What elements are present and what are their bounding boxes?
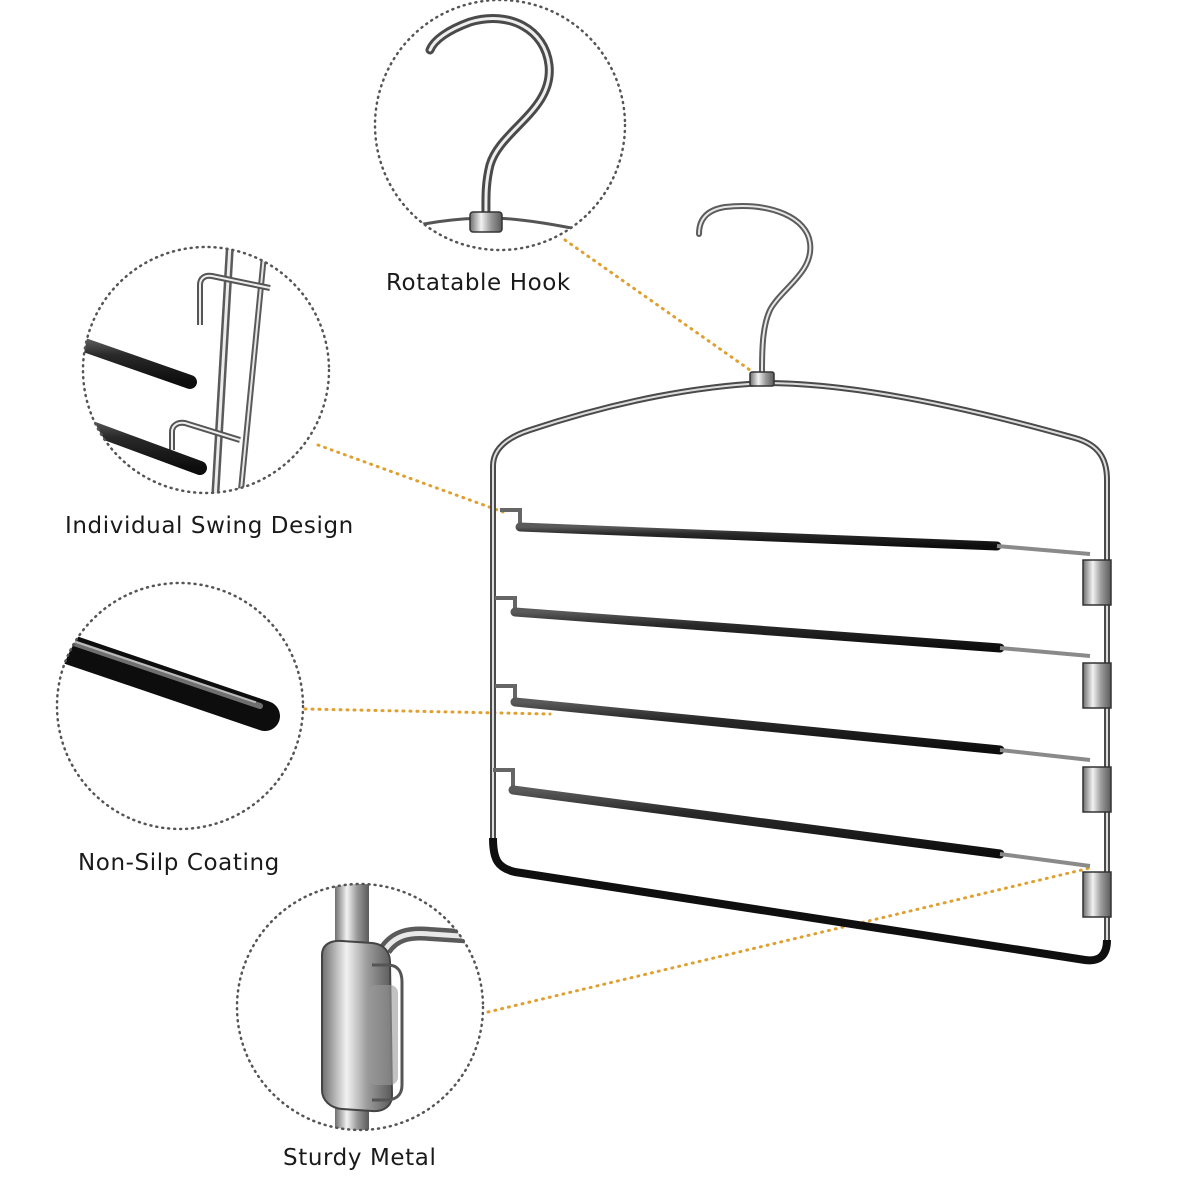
detail-circle-coating bbox=[55, 581, 305, 831]
label-sturdy-metal: Sturdy Metal bbox=[283, 1145, 437, 1171]
callout-line-hook bbox=[563, 238, 759, 377]
label-individual-swing-design: Individual Swing Design bbox=[65, 513, 354, 539]
callout-line-coating bbox=[303, 707, 552, 716]
label-rotatable-hook: Rotatable Hook bbox=[386, 270, 571, 296]
swing-bar-4 bbox=[493, 768, 1112, 918]
callout-lines bbox=[303, 238, 1092, 1014]
detail-circle-hook bbox=[373, 0, 627, 252]
callout-line-metal bbox=[486, 866, 1092, 1014]
hanger bbox=[489, 203, 1112, 965]
swing-bar-3 bbox=[495, 684, 1112, 813]
hanger-bottom-bar bbox=[489, 837, 1111, 965]
swing-bar-2 bbox=[495, 596, 1112, 709]
label-non-slip-coating: Non-Silp Coating bbox=[78, 850, 280, 876]
callout-line-swing bbox=[316, 443, 505, 514]
detail-circle-metal bbox=[235, 882, 485, 1132]
swing-bar-1 bbox=[500, 508, 1112, 606]
detail-circle-swing bbox=[81, 245, 331, 495]
hanger-hook bbox=[696, 203, 814, 375]
